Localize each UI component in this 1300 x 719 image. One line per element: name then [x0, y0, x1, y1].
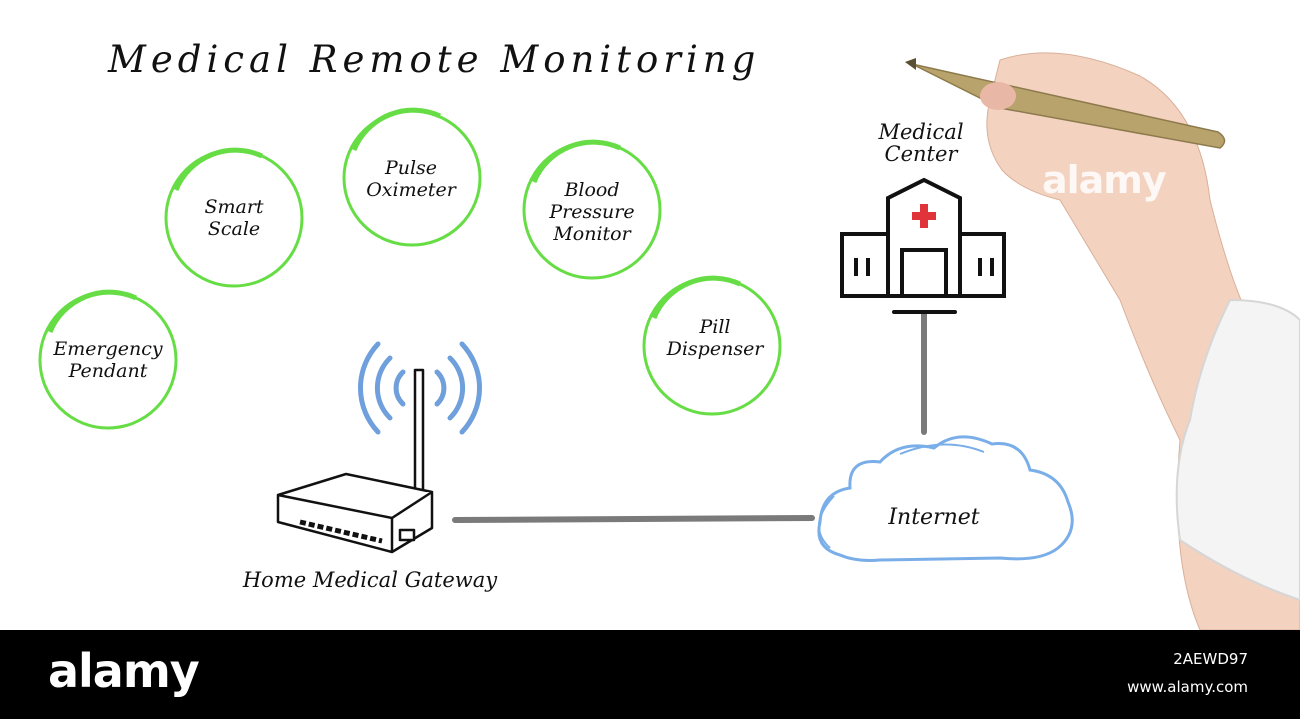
diagram-drawing [38, 52, 1300, 630]
blood-pressure-circle [522, 139, 662, 280]
device-circles [38, 107, 782, 430]
pill-dispenser-circle [642, 275, 782, 416]
emergency-pendant-circle [38, 289, 178, 430]
cloud-icon [817, 435, 1074, 562]
hospital-icon [840, 177, 1006, 298]
internet-label: Internet [888, 505, 980, 530]
pulse-oximeter-circle [342, 107, 482, 247]
router-icon [276, 368, 434, 554]
hand-with-pen [905, 52, 1300, 630]
footer-bar: alamy 2AEWD97 www.alamy.com [0, 630, 1300, 719]
gateway-internet-link [452, 515, 815, 523]
brand-logo[interactable]: alamy [48, 644, 200, 698]
red-cross-icon [912, 204, 936, 228]
wifi-signal-icon [358, 341, 482, 435]
smart-scale-circle [164, 147, 304, 288]
watermark: alamy [1042, 158, 1167, 202]
page-title: Medical Remote Monitoring [108, 38, 761, 81]
connection-lines [452, 310, 957, 523]
site-url[interactable]: www.alamy.com [1127, 678, 1248, 696]
image-id: 2AEWD97 [1173, 650, 1248, 668]
gateway-label: Home Medical Gateway [242, 568, 498, 592]
